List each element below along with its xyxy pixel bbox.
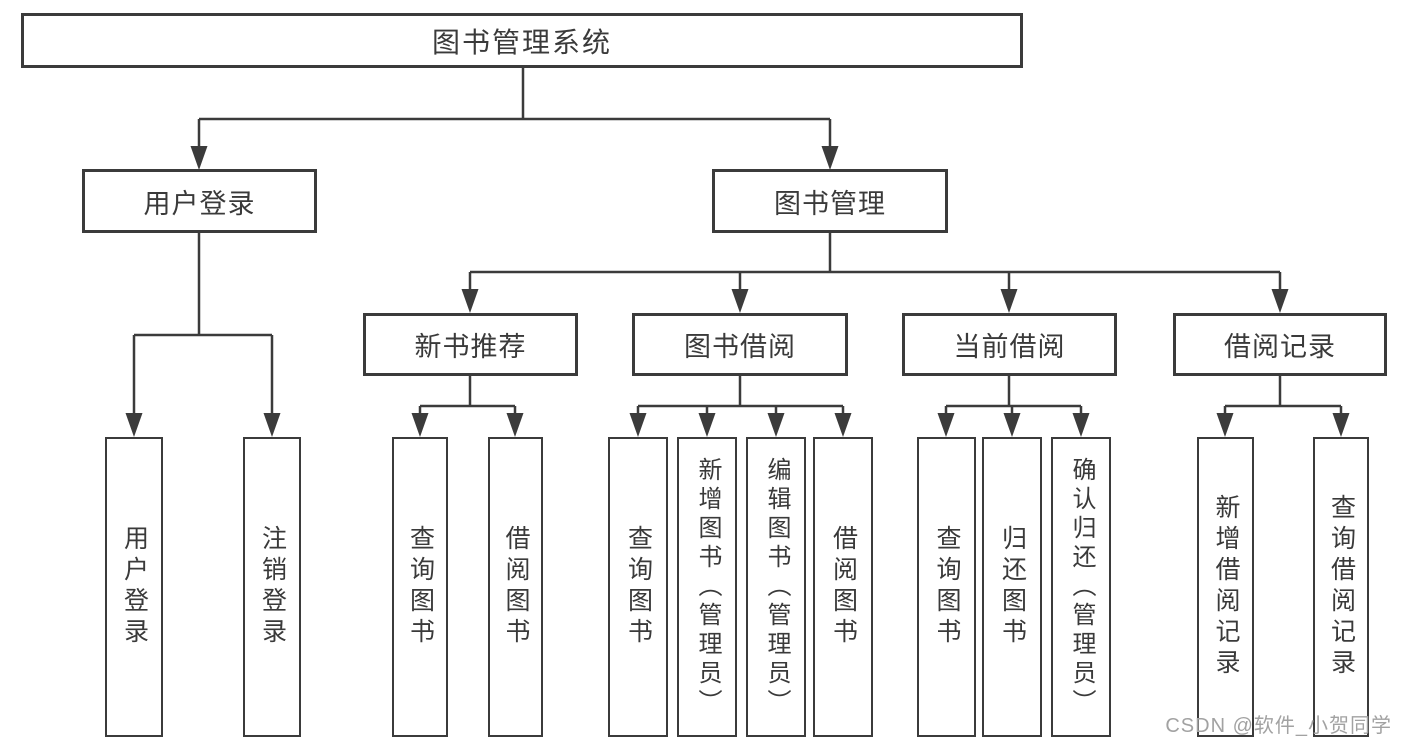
leaf-query-books-1: 查询图书 [392, 437, 448, 737]
leaf-label: 查询借阅记录 [1327, 494, 1356, 680]
node-label: 新书推荐 [414, 332, 527, 362]
node-new-book-recommend: 新书推荐 [363, 313, 578, 376]
leaf-return-books: 归还图书 [982, 437, 1042, 737]
node-label: 图书管理系统 [431, 26, 612, 58]
node-label: 图书借阅 [684, 332, 796, 362]
connector-new-book-recommend-children [411, 376, 524, 437]
leaf-label: 查询图书 [624, 525, 653, 649]
leaf-add-books-admin: 新增图书（管理员） [677, 437, 737, 737]
leaf-label: 新增借阅记录 [1212, 494, 1240, 680]
node-user-login: 用户登录 [82, 169, 317, 233]
leaf-borrow-books-1: 借阅图书 [488, 437, 543, 737]
leaf-label: 查询图书 [933, 525, 961, 649]
leaf-add-borrow-record: 新增借阅记录 [1197, 437, 1254, 737]
leaf-user-login: 用户登录 [105, 437, 163, 737]
node-current-borrow: 当前借阅 [902, 313, 1117, 376]
leaf-label: 归还图书 [998, 525, 1027, 649]
leaf-query-books-3: 查询图书 [917, 437, 976, 737]
node-label: 当前借阅 [953, 332, 1066, 362]
leaf-borrow-books-2: 借阅图书 [813, 437, 873, 737]
node-borrow-records: 借阅记录 [1173, 313, 1387, 376]
connector-user-login-children [125, 233, 281, 437]
leaf-label: 查询图书 [406, 525, 435, 649]
leaf-query-borrow-record: 查询借阅记录 [1313, 437, 1369, 737]
connector-book-management-children [461, 233, 1289, 313]
leaf-query-books-2: 查询图书 [608, 437, 668, 737]
node-label: 图书管理 [774, 188, 886, 219]
leaf-label: 借阅图书 [502, 525, 530, 649]
leaf-logout: 注销登录 [243, 437, 301, 737]
leaf-label: 新增图书（管理员） [694, 456, 721, 718]
connector-current-borrow-children [937, 376, 1090, 437]
csdn-watermark: CSDN @软件_小贺同学 [1165, 715, 1392, 737]
node-root-library-management-system: 图书管理系统 [21, 13, 1023, 68]
node-label: 用户登录 [143, 188, 256, 219]
leaf-label: 编辑图书（管理员） [763, 456, 790, 718]
node-label: 借阅记录 [1224, 332, 1336, 362]
connector-borrow-records-children [1216, 376, 1350, 437]
connector-book-borrow-children [629, 376, 852, 437]
leaf-label: 借阅图书 [829, 525, 858, 649]
connector-root-to-level2 [190, 68, 839, 170]
node-book-borrow: 图书借阅 [632, 313, 848, 376]
node-book-management: 图书管理 [712, 169, 948, 233]
leaf-edit-books-admin: 编辑图书（管理员） [746, 437, 806, 737]
leaf-label: 确认归还（管理员） [1068, 456, 1095, 718]
leaf-confirm-return-admin: 确认归还（管理员） [1051, 437, 1111, 737]
leaf-label: 用户登录 [120, 525, 149, 649]
leaf-label: 注销登录 [258, 525, 287, 649]
